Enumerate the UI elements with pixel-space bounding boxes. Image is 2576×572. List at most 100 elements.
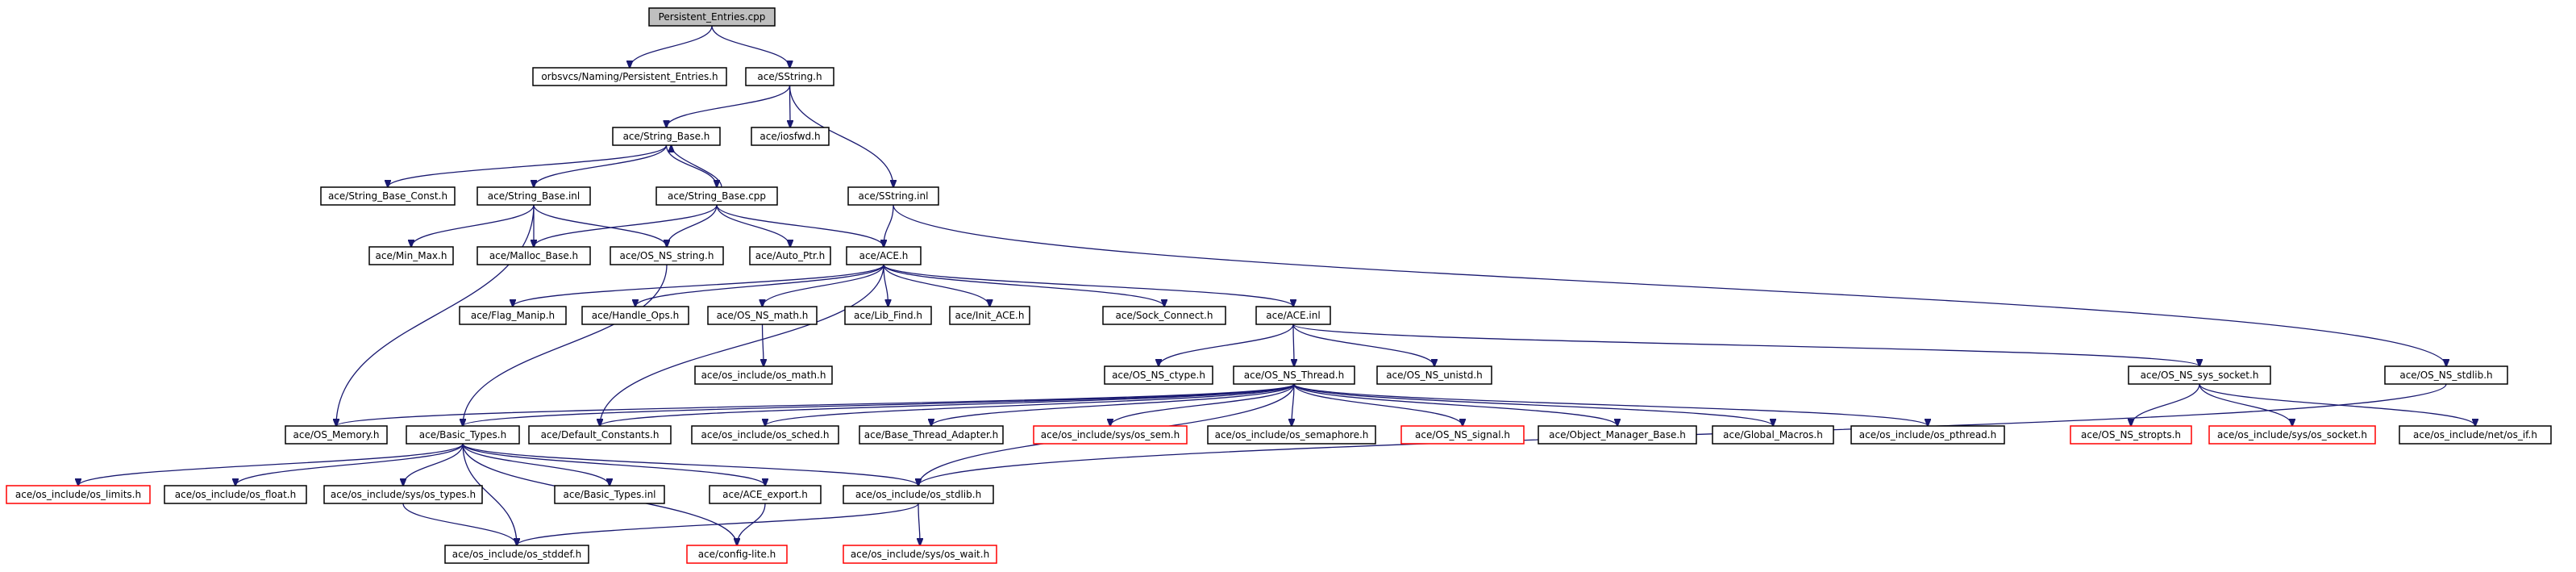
node-ace-os-include-os-pthread-h[interactable]: ace/os_include/os_pthread.h <box>1850 425 2005 445</box>
node-ace-malloc-base-h[interactable]: ace/Malloc_Base.h <box>476 246 591 265</box>
edge-sb_inl-to-os_ns_string <box>533 204 667 247</box>
edge-basic_types-to-sys_types <box>403 443 464 486</box>
edge-sstring_inl-to-os_ns_stdlib <box>893 204 2446 366</box>
node-label: ace/Basic_Types.inl <box>563 489 655 500</box>
node-ace-os-ns-string-h[interactable]: ace/OS_NS_string.h <box>610 246 724 265</box>
node-label: ace/iosfwd.h <box>759 131 820 142</box>
edge-ace_h-to-ace_inl <box>883 264 1293 307</box>
node-ace-os-include-os-sched-h[interactable]: ace/os_include/os_sched.h <box>691 425 839 445</box>
edge-ace_export-to-config_lite <box>737 503 766 545</box>
node-label: ace/os_include/os_float.h <box>175 489 296 500</box>
node-ace-handle-ops-h[interactable]: ace/Handle_Ops.h <box>581 306 689 325</box>
node-label: Persistent_Entries.cpp <box>659 11 766 23</box>
node-ace-os-include-net-os-if-h[interactable]: ace/os_include/net/os_if.h <box>2399 425 2552 445</box>
edge-basic_types-to-ace_export <box>462 443 765 486</box>
edge-ace_h-to-init_ace <box>883 264 990 307</box>
node-label: ace/Default_Constants.h <box>541 429 660 440</box>
edge-os_ns_string-to-basic_types <box>463 264 668 426</box>
node-label: ace/OS_NS_string.h <box>620 250 714 261</box>
node-label: ace/OS_NS_unistd.h <box>1386 370 1483 381</box>
node-ace-ace-inl[interactable]: ace/ACE.inl <box>1255 306 1331 325</box>
node-ace-default-constants-h[interactable]: ace/Default_Constants.h <box>528 425 672 445</box>
node-ace-object-manager-base-h[interactable]: ace/Object_Manager_Base.h <box>1538 425 1697 445</box>
edge-basic_types-to-os_float <box>235 443 464 486</box>
node-box <box>1376 365 1492 385</box>
node-ace-os-include-os-semaphore-h[interactable]: ace/os_include/os_semaphore.h <box>1207 425 1376 445</box>
node-ace-string-base-inl[interactable]: ace/String_Base.inl <box>476 186 591 206</box>
node-ace-os-include-sys-os-wait-h[interactable]: ace/os_include/sys/os_wait.h <box>843 545 997 564</box>
node-box <box>709 485 822 504</box>
node-ace-os-include-os-limits-h[interactable]: ace/os_include/os_limits.h <box>6 485 151 504</box>
edge-os_ns_thread-to-base_thread_adapter <box>931 383 1295 426</box>
node-box <box>1400 425 1525 445</box>
node-box <box>707 306 818 325</box>
node-box <box>1207 425 1376 445</box>
node-ace-os-include-os-stdlib-h[interactable]: ace/os_include/os_stdlib.h <box>843 485 994 504</box>
node-ace-sstring-inl[interactable]: ace/SString.inl <box>847 186 939 206</box>
node-ace-string-base-const-h[interactable]: ace/String_Base_Const.h <box>320 186 456 206</box>
node-label: ace/os_include/os_sched.h <box>701 429 830 440</box>
node-ace-base-thread-adapter-h[interactable]: ace/Base_Thread_Adapter.h <box>859 425 1004 445</box>
node-ace-os-include-sys-os-types-h[interactable]: ace/os_include/sys/os_types.h <box>323 485 483 504</box>
edge-basic_types-to-basic_types_inl <box>462 443 610 486</box>
node-label: ace/os_include/os_semaphore.h <box>1215 429 1369 440</box>
node-ace-ace-export-h[interactable]: ace/ACE_export.h <box>709 485 822 504</box>
node-ace-os-include-sys-os-socket-h[interactable]: ace/os_include/sys/os_socket.h <box>2208 425 2376 445</box>
edge-ace_inl-to-os_ns_unistd <box>1292 324 1434 366</box>
edge-sb_cpp-to-malloc_base <box>534 204 718 247</box>
node-ace-sock-connect-h[interactable]: ace/Sock_Connect.h <box>1102 306 1226 325</box>
node-ace-os-ns-stdlib-h[interactable]: ace/OS_NS_stdlib.h <box>2384 365 2508 385</box>
node-box <box>554 485 665 504</box>
node-ace-os-ns-ctype-h[interactable]: ace/OS_NS_ctype.h <box>1104 365 1213 385</box>
node-label: ace/os_include/sys/os_sem.h <box>1041 429 1180 440</box>
node-box <box>1102 306 1226 325</box>
node-ace-min-max-h[interactable]: ace/Min_Max.h <box>368 246 454 265</box>
node-ace-os-ns-unistd-h[interactable]: ace/OS_NS_unistd.h <box>1376 365 1492 385</box>
node-ace-lib-find-h[interactable]: ace/Lib_Find.h <box>844 306 932 325</box>
edge-os_ns_thread-to-object_manager_base <box>1293 383 1617 426</box>
node-label: ace/OS_NS_Thread.h <box>1244 370 1344 381</box>
node-box <box>691 425 839 445</box>
node-ace-os-ns-sys-socket-h[interactable]: ace/OS_NS_sys_socket.h <box>2128 365 2271 385</box>
node-ace-os-include-os-math-h[interactable]: ace/os_include/os_math.h <box>694 365 833 385</box>
node-label: ace/Lib_Find.h <box>854 310 922 321</box>
node-box <box>655 186 778 206</box>
node-ace-config-lite-h[interactable]: ace/config-lite.h <box>686 545 788 564</box>
node-ace-basic-types-inl[interactable]: ace/Basic_Types.inl <box>554 485 665 504</box>
edge-sstring_h-to-sstring_inl <box>789 85 894 187</box>
edge-os_stdlib-to-os_stddef <box>517 503 919 545</box>
node-label: ace/String_Base_Const.h <box>328 190 447 202</box>
node-box <box>843 485 994 504</box>
node-ace-os-ns-signal-h[interactable]: ace/OS_NS_signal.h <box>1400 425 1525 445</box>
node-box <box>846 246 922 265</box>
node-ace-global-macros-h[interactable]: ace/Global_Macros.h <box>1712 425 1834 445</box>
edge-ace_h-to-os_ns_math <box>763 264 884 307</box>
node-ace-iosfwd-h[interactable]: ace/iosfwd.h <box>751 127 830 146</box>
node-ace-os-include-os-float-h[interactable]: ace/os_include/os_float.h <box>164 485 307 504</box>
node-ace-os-ns-math-h[interactable]: ace/OS_NS_math.h <box>707 306 818 325</box>
node-ace-flag-manip-h[interactable]: ace/Flag_Manip.h <box>459 306 567 325</box>
node-ace-auto-ptr-h[interactable]: ace/Auto_Ptr.h <box>749 246 831 265</box>
edge-os_ns_sys_socket-to-os_socket <box>2199 383 2292 426</box>
node-ace-string-base-cpp[interactable]: ace/String_Base.cpp <box>655 186 778 206</box>
node-ace-os-memory-h[interactable]: ace/OS_Memory.h <box>285 425 388 445</box>
edge-ace_h-to-default_constants <box>600 264 884 426</box>
node-ace-os-ns-stropts-h[interactable]: ace/OS_NS_stropts.h <box>2070 425 2192 445</box>
node-orbsvcs-naming-persistent-entries-h[interactable]: orbsvcs/Naming/Persistent_Entries.h <box>532 67 727 86</box>
edge-os_ns_thread-to-os_sem <box>1110 383 1295 426</box>
node-ace-sstring-h[interactable]: ace/SString.h <box>745 67 834 86</box>
node-ace-string-base-h[interactable]: ace/String_Base.h <box>612 127 721 146</box>
node-ace-os-include-sys-os-sem-h[interactable]: ace/os_include/sys/os_sem.h <box>1033 425 1188 445</box>
edge-basic_types-to-os_limits <box>78 443 464 486</box>
node-ace-os-include-os-stddef-h[interactable]: ace/os_include/os_stddef.h <box>444 545 589 564</box>
node-persistent-entries-cpp[interactable]: Persistent_Entries.cpp <box>648 7 776 27</box>
edge-os_ns_thread-to-default_constants <box>600 383 1295 426</box>
node-ace-init-ace-h[interactable]: ace/Init_ACE.h <box>949 306 1030 325</box>
node-ace-ace-h[interactable]: ace/ACE.h <box>846 246 922 265</box>
node-ace-basic-types-h[interactable]: ace/Basic_Types.h <box>406 425 520 445</box>
node-ace-os-ns-thread-h[interactable]: ace/OS_NS_Thread.h <box>1233 365 1355 385</box>
node-box <box>1255 306 1331 325</box>
node-box <box>2384 365 2508 385</box>
edge-os_ns_sys_socket-to-os_ns_stropts <box>2131 383 2200 426</box>
